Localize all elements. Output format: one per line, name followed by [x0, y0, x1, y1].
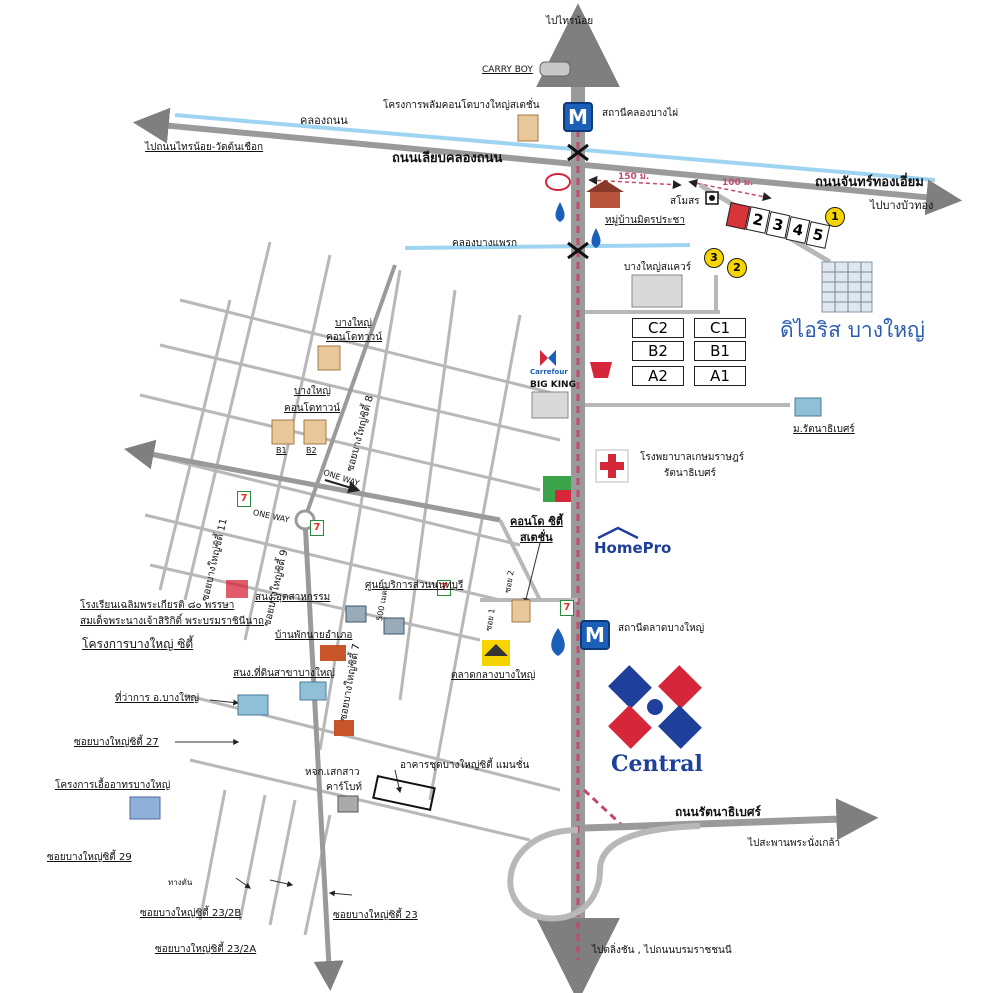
road-interchange-loop [507, 823, 701, 922]
label-pointers [175, 542, 541, 897]
carrefour-logo-icon [540, 350, 548, 366]
district-house-label: บ้านพักนายอำเภอ [275, 630, 353, 641]
condo-project-label: โครงการพลัมคอนโดบางใหญ่สเตชั่น [383, 100, 540, 111]
service-center-label: ศูนย์บริการส่วนนนทบุรี [365, 580, 464, 591]
mansion-label: อาคารชุดบางใหญ่ซิตี้ แมนชั่น [400, 760, 530, 771]
bangyai-city-label: โครงการบางใหญ่ ซิตี้ [82, 637, 194, 651]
marker-2: 2 [727, 258, 747, 278]
central-logo-icon [608, 665, 702, 749]
station-south-label: สถานีตลาดบางใหญ่ [618, 623, 705, 634]
zone-a2: A2 [632, 366, 684, 386]
station-north-badge: M [563, 102, 593, 132]
big-king-label: BIG KING [530, 380, 576, 390]
condo-town-a-label-1: บางใหญ่ [335, 318, 372, 329]
homepro-label: HomePro [594, 539, 672, 557]
cartoon-label: คาร์โบท์ [326, 782, 362, 793]
hospital-label-2: รัตนาธิเบศร์ [664, 468, 716, 479]
samlong-label: สโมสร [670, 196, 700, 207]
road-canal-label: ถนนเลียบคลองถนน [392, 151, 503, 166]
canal-1-label: คลองถนน [300, 114, 348, 127]
car-rental-label: หจก.เสกสาว [305, 767, 360, 778]
carrefour-label: Carrefour [530, 368, 568, 376]
market-label: ตลาดกลางบางใหญ่ [451, 670, 536, 681]
road-rattana-label: ถนนรัตนาธิเบศร์ [675, 805, 761, 819]
dist-100-label: 100 ม. [722, 178, 754, 188]
honda-logo-icon [590, 362, 612, 378]
road-east-label: ถนนจันทร์ทองเอี่ยม [815, 175, 924, 190]
dist-150-label: 150 ม. [618, 172, 650, 182]
b2-label: B2 [306, 446, 317, 455]
canal-2-label: คลองบางแพรก [452, 238, 518, 249]
soi-29-label: ซอยบางใหญ่ซิตี้ 29 [47, 852, 132, 863]
zone-a1: A1 [694, 366, 746, 386]
road-diag-upper [303, 264, 397, 519]
station-south-badge: M [580, 620, 610, 650]
road-rattanathibet [584, 798, 879, 841]
canal-bang-phraek [404, 243, 691, 250]
hospital-label-1: โรงพยาบาลเกษมราษฎร์ [640, 452, 745, 463]
marker-3: 3 [704, 248, 724, 268]
condo-town-b-label-1: บางใหญ่ [294, 386, 331, 397]
zone-c2: C2 [632, 318, 684, 338]
condo-city-label-1: คอนโด ซิตี้ [510, 515, 563, 528]
mansion-box [372, 775, 436, 811]
condo-town-b-label-2: คอนโดทาวน์ [284, 403, 341, 414]
toyota-logo-icon [545, 173, 571, 191]
seven-eleven-1-icon: 7 [237, 491, 251, 507]
condo-city-label-2: สเตชั่น [520, 531, 553, 544]
road-long-diagonal [302, 519, 344, 991]
seven-eleven-4-icon: 7 [560, 600, 574, 616]
carrefour-logo-2-icon [548, 350, 556, 366]
zone-b1: B1 [694, 341, 746, 361]
road-to-main [498, 519, 542, 601]
marker-1: 1 [825, 207, 845, 227]
rattana-uni-label: ม.รัตนาธิเบศร์ [793, 424, 855, 435]
building-icons [129, 61, 822, 820]
road-south-label: ไปตลิ่งชัน , ไปถนนบรมราชชนนี [592, 945, 732, 956]
district-office-label: ที่ว่าการ อ.บางใหญ่ [115, 693, 200, 704]
b1-label: B1 [276, 446, 287, 455]
industry-label: สนง.อุตสาหกรรม [255, 592, 331, 603]
road-east-dest-label: ไปบางบัวทอง [870, 199, 934, 212]
one-way-arrow-icon [324, 479, 361, 493]
land-office-label: สนง.ที่ดินสาขาบางใหญ่ [233, 668, 335, 679]
central-label: Central [611, 751, 703, 777]
zone-c1: C1 [694, 318, 746, 338]
soi-27-label: ซอยบางใหญ่ซิตี้ 27 [74, 737, 159, 748]
road-dead-end-label: ทางตัน [168, 878, 193, 887]
road-rattana-dest-label: ไปสะพานพระนั่งเกล้า [748, 838, 841, 849]
square-label: บางใหญ่สแควร์ [624, 262, 692, 273]
iris-building-icon [821, 261, 873, 313]
brand-title: ดิไอริส บางใหญ่ [780, 318, 925, 342]
zone-b2: B2 [632, 341, 684, 361]
soi-23-2b-label: ซอยบางใหญ่ซิตี้ 23/2B [140, 908, 242, 919]
seven-eleven-2-icon: 7 [310, 520, 324, 536]
seven-eleven-3-icon: 7 [437, 580, 451, 596]
bank-icon [551, 628, 565, 656]
fuel-station-icon [555, 202, 565, 222]
road-north-label: ไปไทรน้อย [546, 16, 594, 27]
soi-23-label: ซอยบางใหญ่ซิตี้ 23 [333, 910, 418, 921]
homepro-roof-icon [597, 526, 639, 540]
station-north-label: สถานีคลองบางไผ่ [602, 108, 679, 119]
school-label-2: สมเด็จพระนางเจ้าสิริกิติ์ พระบรมราชินีนา… [80, 616, 264, 627]
canal-khlong-thanon [174, 113, 936, 182]
soi-23-2a-label: ซอยบางใหญ่ซิตี้ 23/2A [155, 944, 257, 955]
school-label-1: โรงเรียนเฉลิมพระเกียรติ ๘๐ พรรษา [80, 600, 235, 611]
food-project-label: โครงการเอื้ออาทรบางใหญ่ [55, 780, 171, 791]
fuel-station-2-icon [591, 228, 601, 248]
village-label: หมู่บ้านมิตรประชา [605, 215, 685, 226]
condo-town-a-label-2: คอนโดทาวน์ [326, 332, 383, 343]
road-west-top-label: ไปถนนไทรน้อย-วัดต้นเชือก [145, 142, 264, 153]
carry-boy-label: CARRY BOY [482, 65, 533, 75]
west-street-grid [129, 241, 561, 936]
rail-crossings [567, 143, 589, 260]
